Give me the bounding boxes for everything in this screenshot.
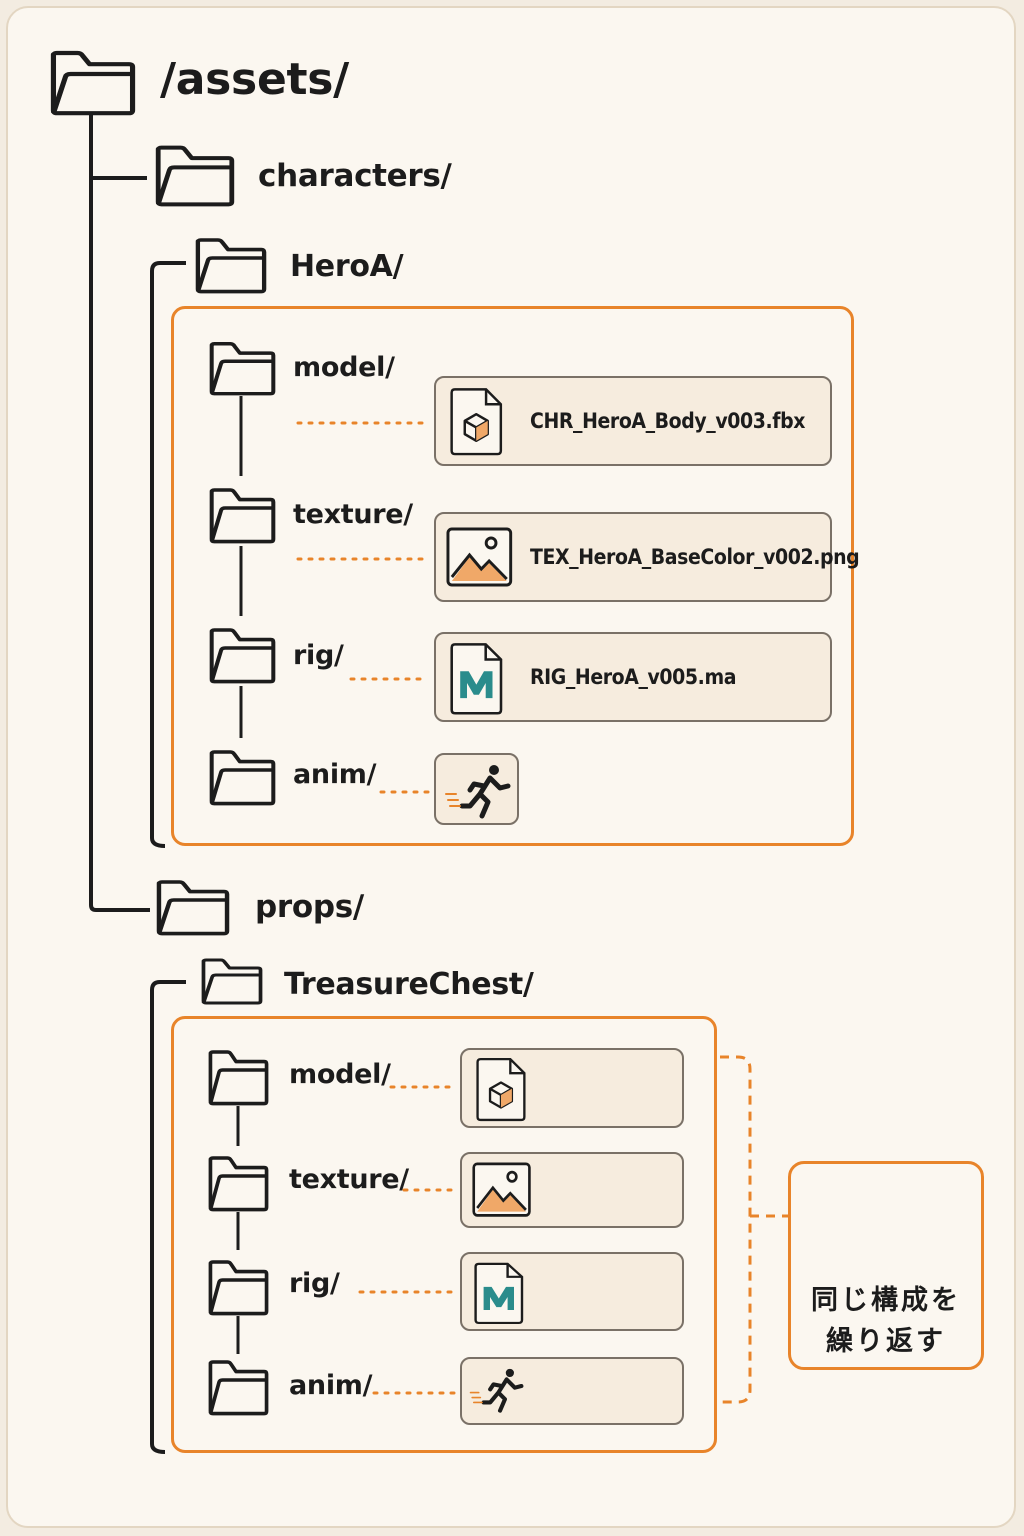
maya-file-icon bbox=[450, 643, 503, 715]
bracket-chest bbox=[150, 980, 186, 1454]
repeat-note-box: 同じ構成を 繰り返す bbox=[788, 1161, 984, 1370]
folder-label-root[interactable]: /assets/ bbox=[160, 54, 349, 105]
folder-label-chest-texture[interactable]: texture/ bbox=[289, 1164, 409, 1195]
heroa-contents-box bbox=[171, 306, 854, 846]
folder-label-hero-rig[interactable]: rig/ bbox=[293, 640, 344, 671]
folder-icon bbox=[208, 1050, 269, 1106]
folder-icon bbox=[208, 1260, 269, 1316]
folder-icon bbox=[208, 1156, 269, 1212]
running-figure-icon bbox=[446, 765, 508, 816]
folder-label-hero-anim[interactable]: anim/ bbox=[293, 759, 377, 790]
repeat-bracket bbox=[720, 1055, 788, 1404]
trunk-line bbox=[89, 112, 150, 912]
folder-label-treasurechest[interactable]: TreasureChest/ bbox=[284, 967, 534, 1002]
folder-icon bbox=[53, 53, 132, 113]
folder-label-chest-model[interactable]: model/ bbox=[289, 1059, 391, 1090]
repeat-note-line2: 繰り返す bbox=[826, 1326, 946, 1357]
image-file-icon bbox=[446, 527, 513, 587]
folder-icon bbox=[212, 344, 274, 394]
repeat-note-line1: 同じ構成を bbox=[811, 1285, 961, 1316]
file-card-hero-texture[interactable] bbox=[434, 512, 832, 602]
folder-label-chest-rig[interactable]: rig/ bbox=[289, 1268, 340, 1299]
folder-label-hero-model[interactable]: model/ bbox=[293, 352, 395, 383]
chest-contents-box bbox=[171, 1016, 717, 1453]
folder-icon bbox=[198, 240, 264, 292]
folder-label-characters[interactable]: characters/ bbox=[258, 158, 452, 194]
folder-icon bbox=[208, 1360, 269, 1416]
running-figure-icon bbox=[471, 1369, 522, 1411]
file-name-hero-texture: TEX_HeroA_BaseColor_v002.png bbox=[530, 545, 860, 569]
3d-model-file-icon bbox=[450, 388, 503, 456]
folder-icon bbox=[158, 148, 232, 205]
folder-label-chest-anim[interactable]: anim/ bbox=[289, 1370, 373, 1401]
maya-file-icon bbox=[474, 1262, 524, 1325]
folder-label-heroa[interactable]: HeroA/ bbox=[290, 249, 404, 284]
folder-icon bbox=[212, 630, 274, 682]
folder-label-hero-texture[interactable]: texture/ bbox=[293, 499, 413, 530]
folder-icon bbox=[212, 490, 274, 542]
folder-icon bbox=[212, 752, 274, 804]
folder-icon bbox=[159, 882, 227, 934]
file-name-hero-model: CHR_HeroA_Body_v003.fbx bbox=[530, 409, 805, 433]
bracket-heroa bbox=[150, 261, 186, 848]
image-file-icon bbox=[472, 1162, 531, 1217]
folder-label-props[interactable]: props/ bbox=[255, 889, 364, 925]
3d-model-file-icon bbox=[476, 1057, 526, 1122]
file-name-hero-rig: RIG_HeroA_v005.ma bbox=[530, 665, 737, 689]
folder-icon bbox=[201, 958, 263, 1005]
